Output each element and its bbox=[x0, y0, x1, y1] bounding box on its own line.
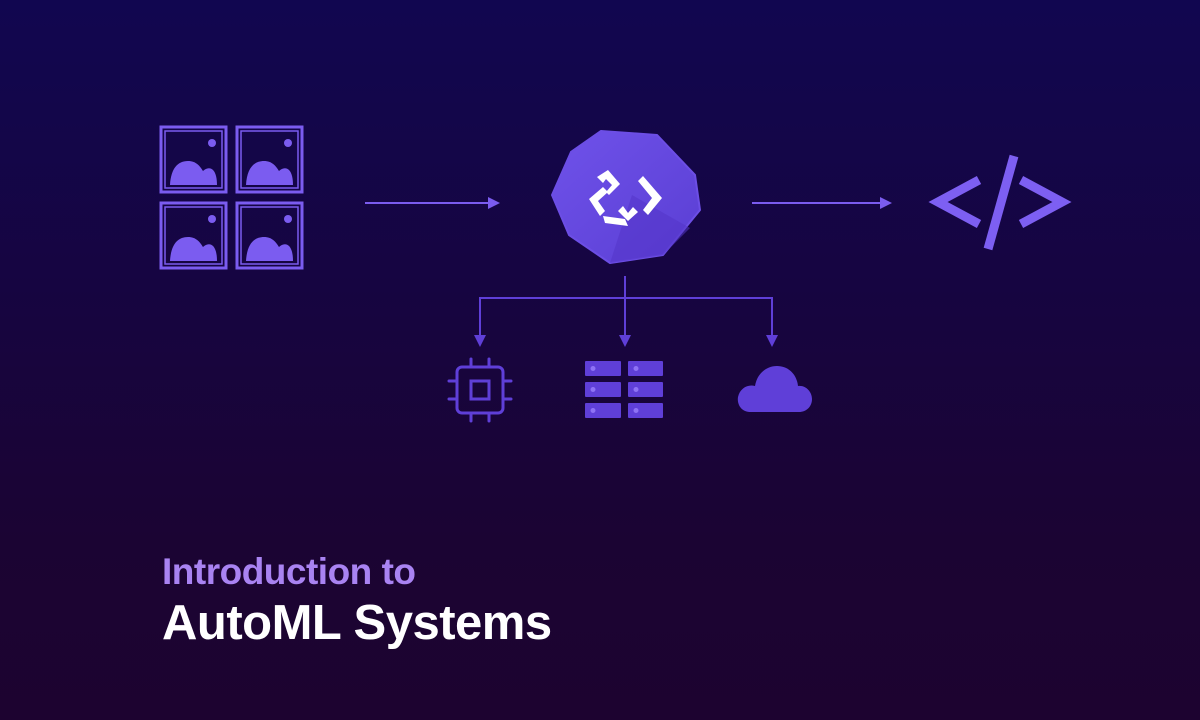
code-brackets-icon bbox=[928, 154, 1072, 251]
page-title: AutoML Systems bbox=[162, 596, 552, 650]
image-tile-icon bbox=[235, 201, 304, 270]
server-rack-icon bbox=[585, 361, 663, 418]
cpu-chip-icon bbox=[447, 357, 513, 423]
cloud-icon bbox=[737, 366, 812, 412]
image-tile-icon bbox=[159, 201, 228, 270]
title-block: Introduction to AutoML Systems bbox=[162, 548, 552, 652]
image-tile-icon bbox=[235, 125, 304, 194]
automl-hexagon-logo-icon bbox=[551, 130, 701, 264]
page-subtitle: Introduction to bbox=[162, 551, 416, 592]
image-grid-icon bbox=[159, 125, 304, 270]
deploy-branch-connector bbox=[479, 276, 773, 347]
image-tile-icon bbox=[159, 125, 228, 194]
